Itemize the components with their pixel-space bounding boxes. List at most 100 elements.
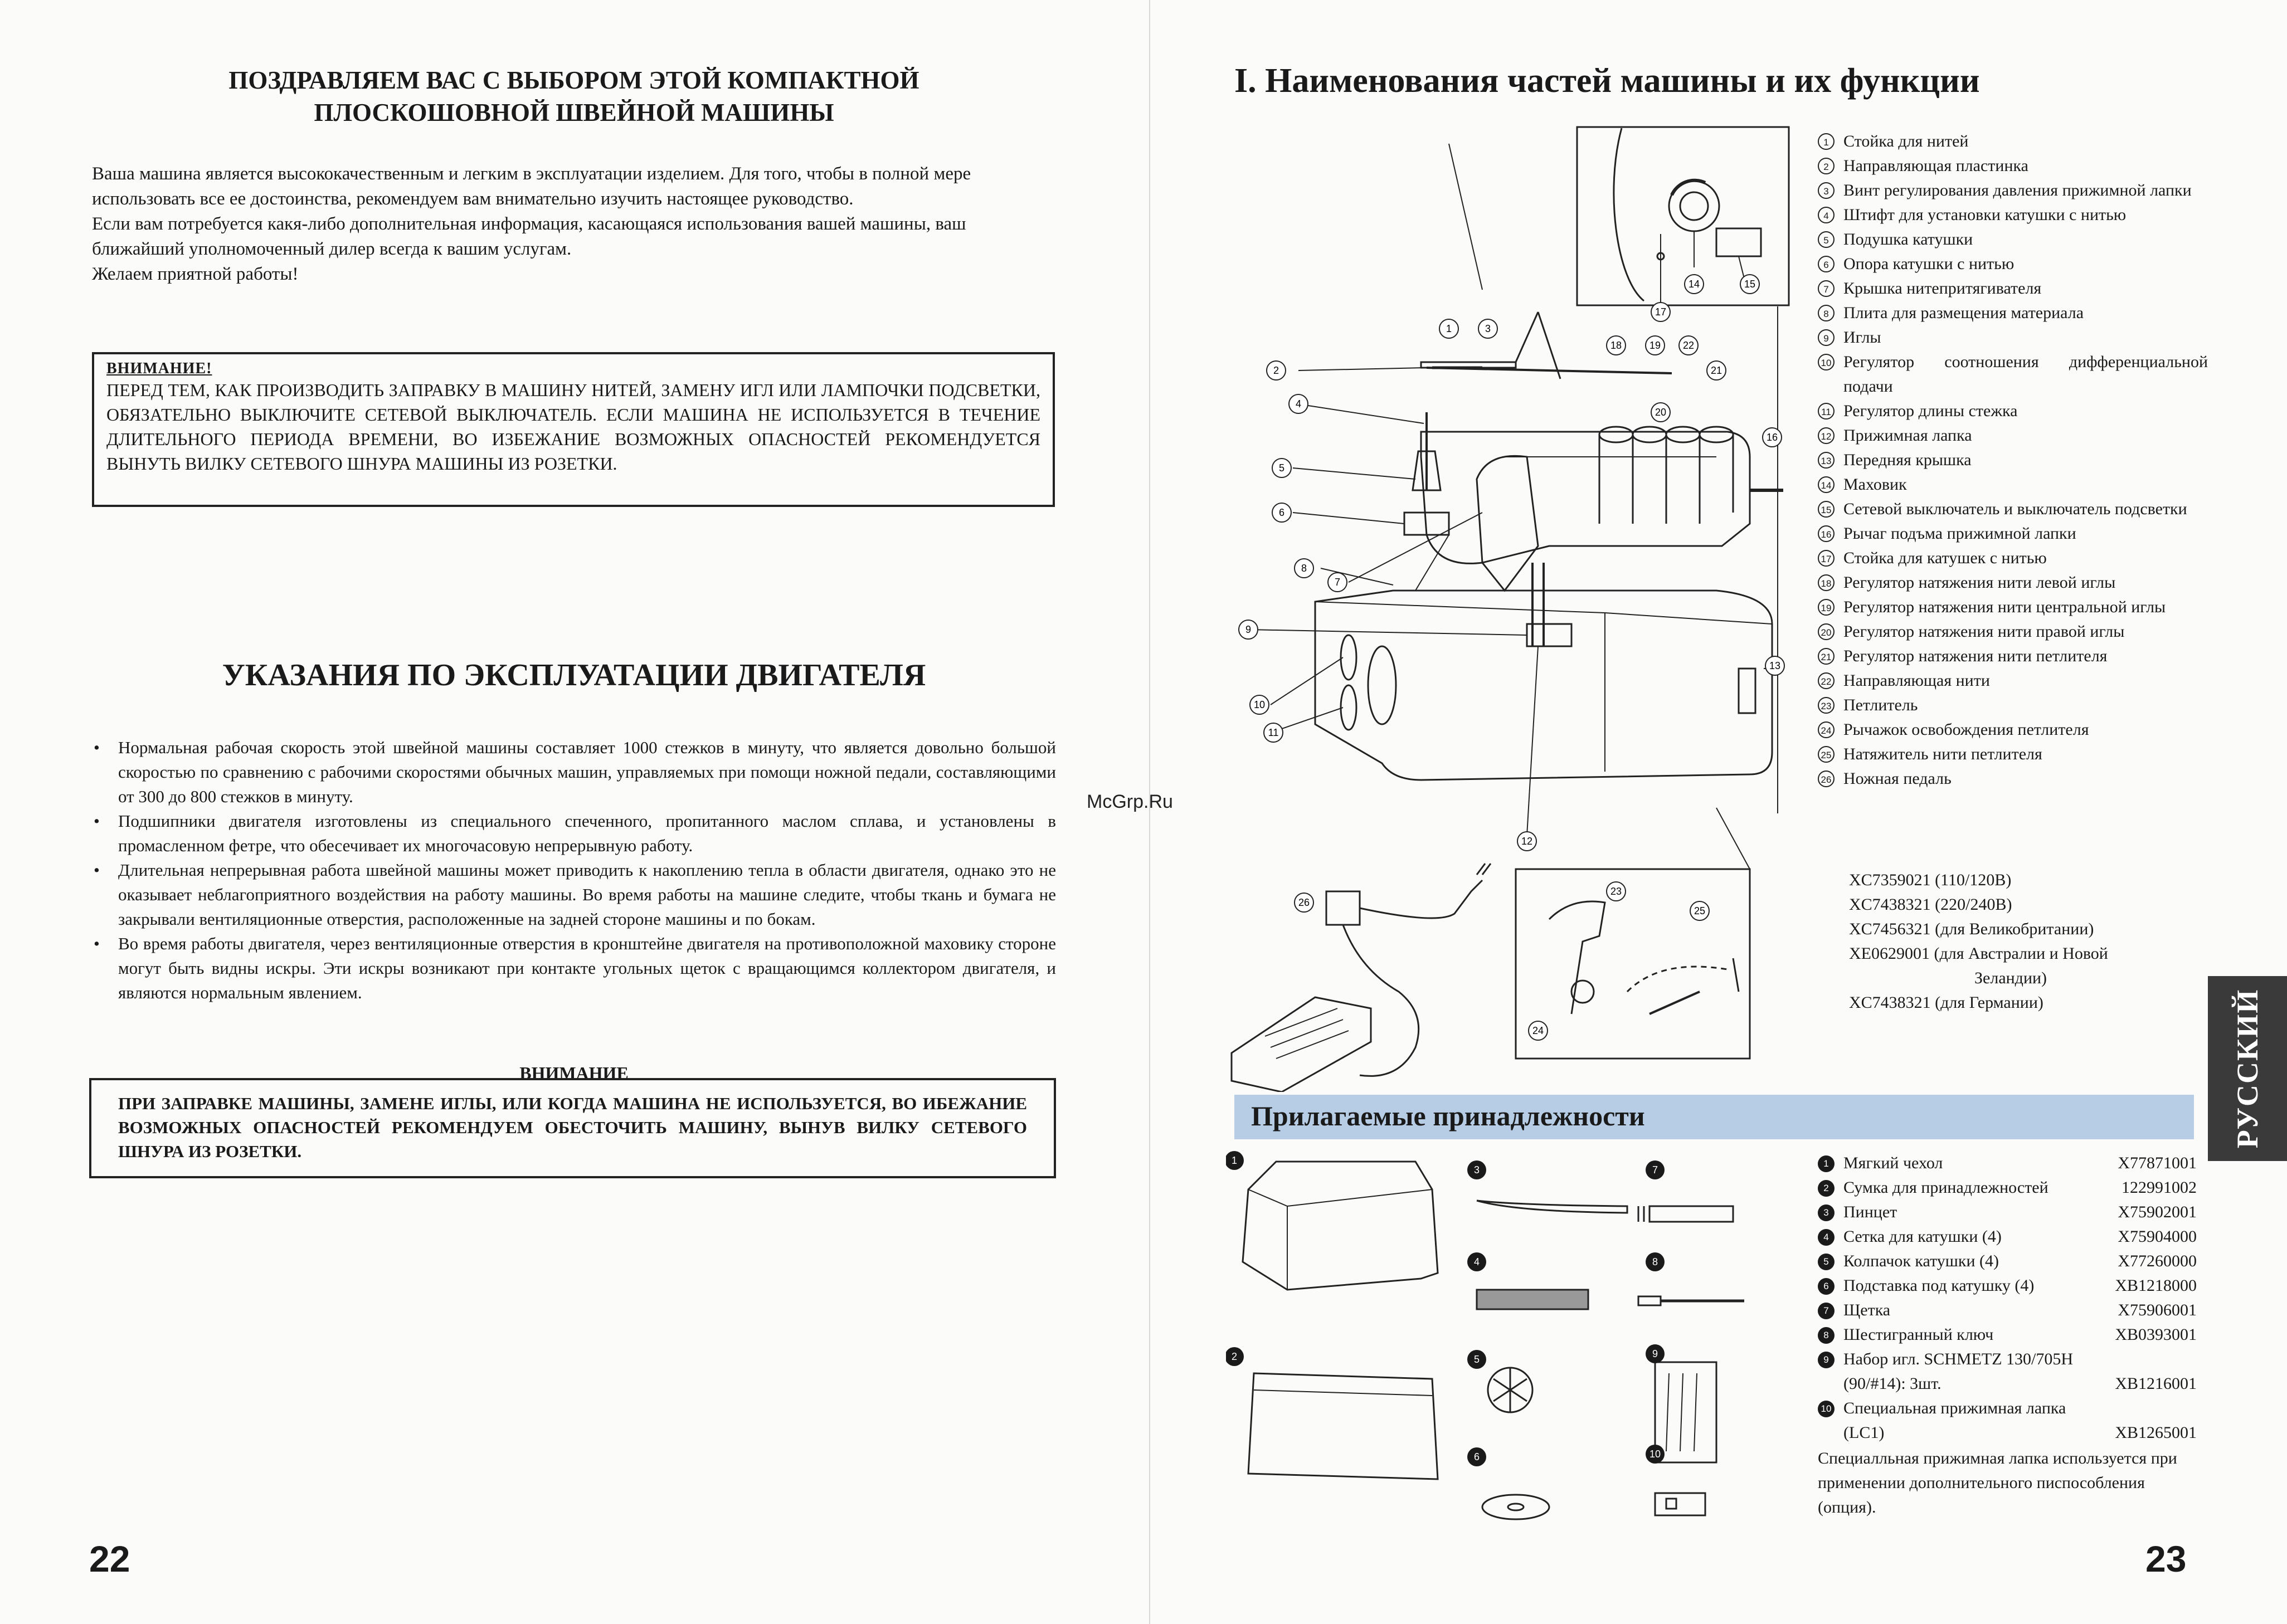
part-number: 23 [1818, 697, 1835, 714]
svg-text:17: 17 [1655, 306, 1666, 318]
accessory-number: 8 [1818, 1327, 1835, 1344]
pedal-model-list: XC7359021 (110/120В) XC7438321 (220/240В… [1849, 868, 2108, 1015]
accessory-code: XB0393001 [2115, 1325, 2197, 1344]
part-label: Направляющая нити [1843, 671, 1990, 690]
part-number: 8 [1818, 305, 1835, 321]
accessory-label: Специальная прижимная лапка (LC1) [1843, 1399, 2066, 1442]
accessory-label: Сумка для принадлежностей [1843, 1178, 2048, 1197]
callout-14: 14 [1684, 274, 1704, 294]
part-number: 11 [1818, 403, 1835, 420]
accessory-badge-10: 10 [1646, 1445, 1665, 1464]
part-label: Крышка нитепритягивателя [1843, 279, 2042, 298]
part-number: 17 [1818, 550, 1835, 567]
svg-text:8: 8 [1652, 1256, 1658, 1267]
part-label: Сетевой выключатель и выключатель подсве… [1843, 500, 2187, 518]
svg-text:26: 26 [1298, 897, 1310, 908]
part-label: Иглы [1843, 328, 1881, 347]
callout-4: 4 [1288, 394, 1308, 414]
accessory-label: Набор игл. SCHMETZ 130/705H (90/#14): 3ш… [1843, 1350, 2074, 1393]
pedal-model: Зеландии) [1849, 969, 2047, 987]
callout-17: 17 [1651, 302, 1671, 322]
pedal-model: XC7438321 (для Германии) [1849, 993, 2043, 1012]
part-label: Подушка катушки [1843, 230, 1973, 248]
callout-10: 10 [1249, 695, 1269, 715]
accessory-code: X77260000 [2118, 1252, 2197, 1270]
accessory-badge-4: 4 [1467, 1252, 1486, 1271]
part-number: 21 [1818, 648, 1835, 665]
svg-text:23: 23 [1610, 886, 1622, 897]
callout-19: 19 [1645, 335, 1665, 355]
part-item: 25 Натяжитель нити петлителя [1818, 742, 2208, 767]
callout-13: 13 [1765, 656, 1785, 676]
accessory-number: 1 [1818, 1155, 1835, 1172]
part-number: 1 [1818, 133, 1835, 150]
part-label: Опора катушки с нитью [1843, 255, 2014, 273]
callout-2: 2 [1266, 360, 1286, 381]
bullet-item: Длительная непрерывная работа швейной ма… [89, 858, 1056, 932]
accessory-label: Мягкий чехол [1843, 1154, 1943, 1172]
part-label: Регулятор натяжения нити левой иглы [1843, 573, 2116, 592]
callout-3: 3 [1478, 319, 1498, 339]
svg-text:3: 3 [1485, 323, 1491, 334]
callout-22: 22 [1678, 335, 1699, 355]
callout-21: 21 [1706, 360, 1726, 381]
accessory-label: Щетка [1843, 1301, 1891, 1319]
accessory-label: Шестигранный ключ [1843, 1325, 1994, 1344]
svg-text:5: 5 [1279, 462, 1284, 474]
callout-24: 24 [1528, 1021, 1548, 1041]
accessory-number: 3 [1818, 1204, 1835, 1221]
motor-section-title: УКАЗАНИЯ ПО ЭКСПЛУАТАЦИИ ДВИГАТЕЛЯ [222, 658, 926, 692]
part-label: Регулятор соотношения дифференциальной п… [1843, 353, 2208, 396]
part-number: 15 [1818, 501, 1835, 518]
accessory-badge-2: 2 [1226, 1347, 1244, 1366]
callout-16: 16 [1762, 427, 1782, 447]
part-number: 12 [1818, 427, 1835, 444]
svg-text:13: 13 [1769, 660, 1780, 671]
callout-9: 9 [1238, 620, 1258, 640]
accessory-code: X75906001 [2118, 1301, 2197, 1319]
accessory-label: Сетка для катушки (4) [1843, 1227, 2002, 1246]
part-label: Направляющая пластинка [1843, 157, 2028, 175]
part-label: Передняя крышка [1843, 451, 1972, 469]
part-number: 16 [1818, 525, 1835, 542]
part-item: 21 Регулятор натяжения нити петлителя [1818, 644, 2208, 669]
part-label: Регулятор натяжения нити правой иглы [1843, 622, 2125, 641]
svg-text:11: 11 [1268, 727, 1279, 738]
callout-5: 5 [1272, 458, 1292, 478]
part-number: 13 [1818, 452, 1835, 469]
callout-12: 12 [1517, 831, 1537, 851]
part-label: Натяжитель нити петлителя [1843, 745, 2042, 763]
part-label: Регулятор натяжения нити петлителя [1843, 647, 2108, 665]
part-number: 25 [1818, 746, 1835, 763]
congrats-line-1: ПОЗДРАВЛЯЕМ ВАС С ВЫБОРОМ ЭТОЙ КОМПАКТНО… [228, 66, 919, 94]
intro-paragraph: Ваша машина является высококачественным … [92, 164, 971, 209]
accessory-code: X75904000 [2118, 1227, 2197, 1246]
svg-text:20: 20 [1655, 407, 1666, 418]
accessories-title: Прилагаемые принадлежности [1251, 1100, 1645, 1132]
bullet-item: Нормальная рабочая скорость этой швейной… [89, 735, 1056, 809]
accessory-number: 2 [1818, 1180, 1835, 1197]
part-number: 14 [1818, 476, 1835, 493]
svg-text:2: 2 [1273, 365, 1279, 376]
svg-text:6: 6 [1474, 1451, 1480, 1462]
accessory-code: XB1218000 [2115, 1276, 2197, 1295]
accessories-header-bar [1234, 1095, 2194, 1139]
overlock-machine-illustration: 14 15 1 3 17 18 19 22 2 21 20 4 16 5 6 8… [1230, 126, 1790, 1092]
svg-text:3: 3 [1474, 1164, 1480, 1176]
callout-7: 7 [1327, 572, 1347, 592]
part-label: Прижимная лапка [1843, 426, 1972, 445]
svg-text:4: 4 [1296, 398, 1301, 409]
watermark: McGrp.Ru [1087, 791, 1173, 812]
